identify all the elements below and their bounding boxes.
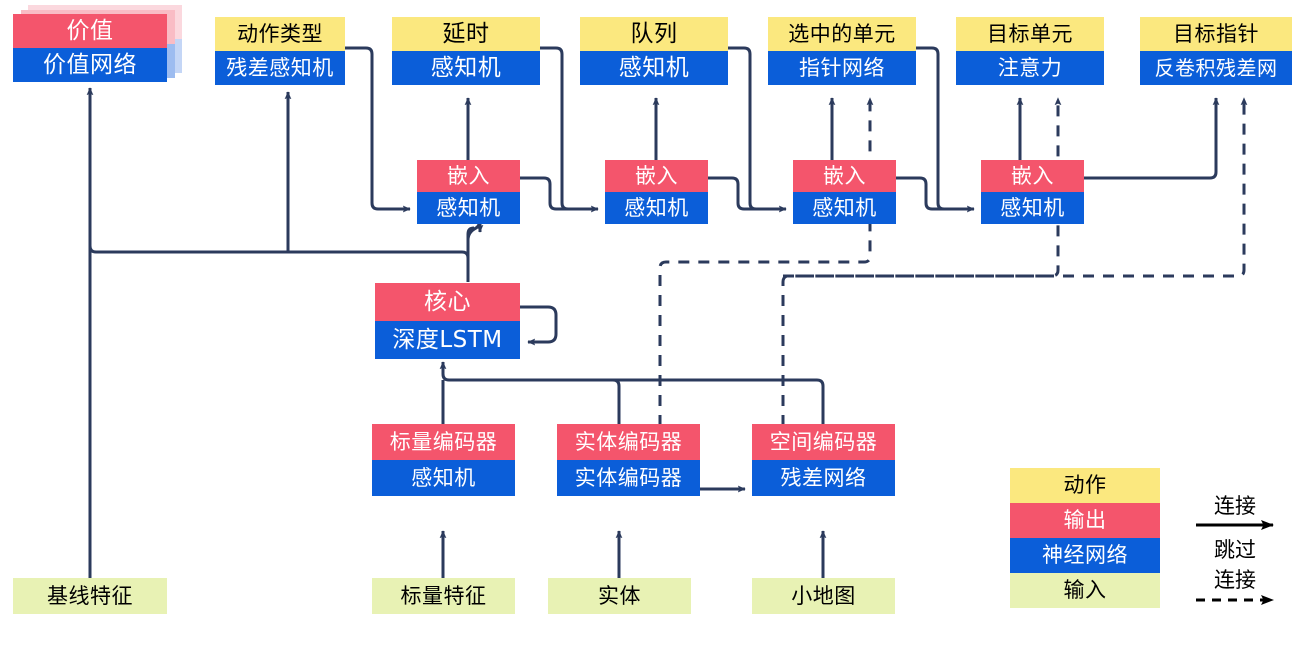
node-action-type-network-label: 残差感知机 <box>215 51 345 85</box>
legend-swatch-output: 输出 <box>1010 503 1160 538</box>
node-entity-encoder-network-label: 实体编码器 <box>557 460 700 496</box>
node-embed-3-network-label: 感知机 <box>793 192 896 224</box>
node-queue-network-label: 感知机 <box>580 51 728 85</box>
node-baseline-features[interactable]: 基线特征 <box>13 578 167 614</box>
node-target-point[interactable]: 目标指针 反卷积残差网 <box>1140 17 1292 85</box>
wire-embed2-to-embed3 <box>708 176 786 211</box>
node-embed-2-output-label: 嵌入 <box>605 160 708 192</box>
legend-swatch-action: 动作 <box>1010 468 1160 503</box>
node-value-output-label: 价值 <box>13 14 167 48</box>
node-scalar-encoder[interactable]: 标量编码器 感知机 <box>372 424 515 496</box>
node-scalar-encoder-network-label: 感知机 <box>372 460 515 496</box>
wire-core-to-value-bus <box>88 88 470 282</box>
node-target-unit-action-label: 目标单元 <box>956 17 1104 51</box>
wire-embed1-to-embed2 <box>520 176 598 211</box>
node-minimap-label: 小地图 <box>752 578 895 614</box>
node-embed-3-output-label: 嵌入 <box>793 160 896 192</box>
node-embed-4-network-label: 感知机 <box>981 192 1084 224</box>
node-value-network-label: 价值网络 <box>13 48 167 82</box>
node-selected-units[interactable]: 选中的单元 指针网络 <box>768 17 916 85</box>
node-embed-1-network-label: 感知机 <box>417 192 520 224</box>
legend-swatch-network: 神经网络 <box>1010 538 1160 573</box>
node-value[interactable]: 价值 价值网络 <box>13 14 167 82</box>
node-spatial-encoder[interactable]: 空间编码器 残差网络 <box>752 424 895 496</box>
node-entity-encoder[interactable]: 实体编码器 实体编码器 <box>557 424 700 496</box>
node-delay[interactable]: 延时 感知机 <box>392 17 540 85</box>
wire-embed4-to-target-point <box>1084 97 1220 180</box>
wire-embed3-to-embed4 <box>896 176 974 211</box>
node-embed-4[interactable]: 嵌入 感知机 <box>981 160 1084 224</box>
node-core-output-label: 核心 <box>375 283 520 321</box>
skip-entity-encoder-to-selected-units <box>658 97 874 466</box>
node-embed-2[interactable]: 嵌入 感知机 <box>605 160 708 224</box>
node-embed-3[interactable]: 嵌入 感知机 <box>793 160 896 224</box>
wire-entity-encoder-to-core-bus <box>439 361 621 424</box>
node-entity-encoder-output-label: 实体编码器 <box>557 424 700 460</box>
wire-core-self-loop <box>520 305 558 346</box>
node-target-point-action-label: 目标指针 <box>1140 17 1292 51</box>
node-selected-units-action-label: 选中的单元 <box>768 17 916 51</box>
node-embed-2-network-label: 感知机 <box>605 192 708 224</box>
node-baseline-features-label: 基线特征 <box>13 578 167 614</box>
node-queue-action-label: 队列 <box>580 17 728 51</box>
node-scalar-features[interactable]: 标量特征 <box>372 578 515 614</box>
node-queue[interactable]: 队列 感知机 <box>580 17 728 85</box>
node-entities[interactable]: 实体 <box>548 578 691 614</box>
legend-skip-label-line1: 跳过 <box>1214 538 1256 562</box>
node-delay-action-label: 延时 <box>392 17 540 51</box>
legend-swatch-input: 输入 <box>1010 573 1160 608</box>
node-selected-units-network-label: 指针网络 <box>768 51 916 85</box>
node-spatial-encoder-output-label: 空间编码器 <box>752 424 895 460</box>
wire-core-up-stub <box>466 226 475 282</box>
skip-entity-encoder-to-target-unit <box>781 97 1062 466</box>
node-scalar-encoder-output-label: 标量编码器 <box>372 424 515 460</box>
legend-swatch-stack: 动作 输出 神经网络 输入 <box>1010 468 1160 608</box>
node-embed-1-output-label: 嵌入 <box>417 160 520 192</box>
node-minimap[interactable]: 小地图 <box>752 578 895 614</box>
legend-skip-label-line2: 连接 <box>1214 568 1256 592</box>
node-action-type-action-label: 动作类型 <box>215 17 345 51</box>
node-embed-4-output-label: 嵌入 <box>981 160 1084 192</box>
node-core-network-label: 深度LSTM <box>375 321 520 359</box>
node-embed-1[interactable]: 嵌入 感知机 <box>417 160 520 224</box>
node-spatial-encoder-network-label: 残差网络 <box>752 460 895 496</box>
wire-spatial-encoder-to-core-bus <box>449 378 825 424</box>
node-target-unit-network-label: 注意力 <box>956 51 1104 85</box>
node-delay-network-label: 感知机 <box>392 51 540 85</box>
node-scalar-features-label: 标量特征 <box>372 578 515 614</box>
node-target-point-network-label: 反卷积残差网 <box>1140 51 1292 85</box>
legend-connection-label: 连接 <box>1214 494 1256 518</box>
node-entities-label: 实体 <box>548 578 691 614</box>
node-core[interactable]: 核心 深度LSTM <box>375 283 520 359</box>
node-action-type[interactable]: 动作类型 残差感知机 <box>215 17 345 85</box>
node-target-unit[interactable]: 目标单元 注意力 <box>956 17 1104 85</box>
